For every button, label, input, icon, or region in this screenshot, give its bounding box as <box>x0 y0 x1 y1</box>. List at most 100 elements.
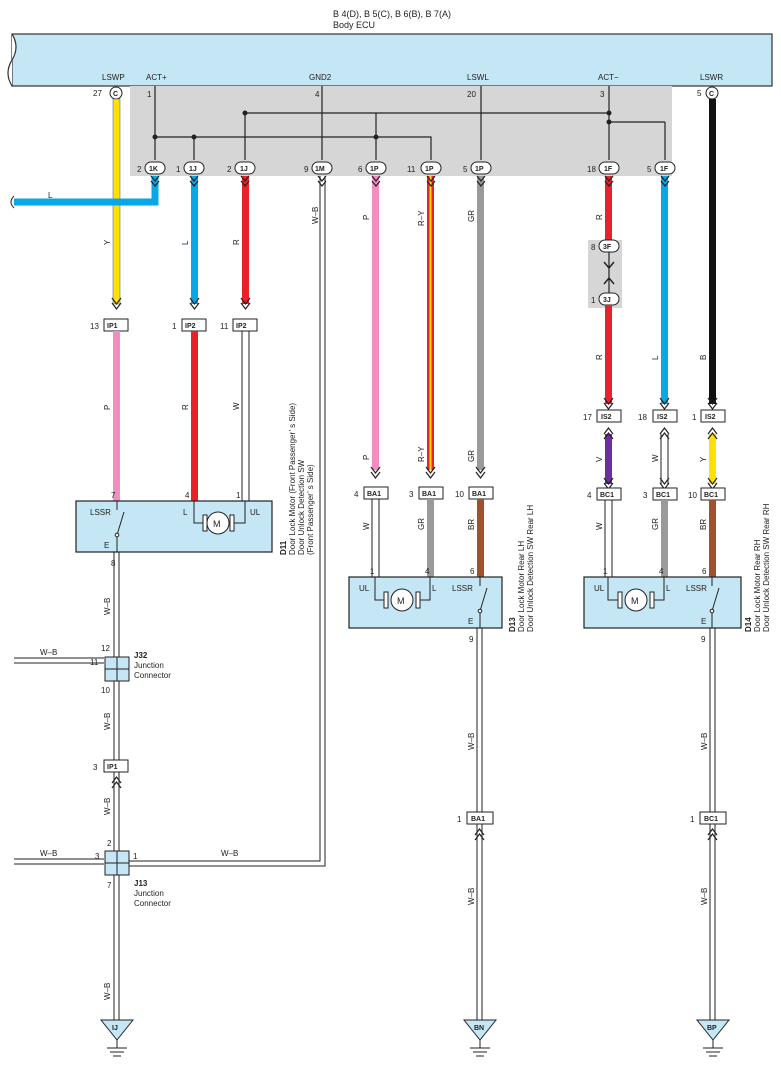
pin-label-actm: ACT− <box>598 73 619 82</box>
svg-text:1: 1 <box>176 165 181 174</box>
connector-bc1-1: BC1 1 <box>690 811 727 841</box>
wire-label-br: BR <box>467 519 476 530</box>
jb-connector-1m: 1M9 <box>304 161 333 175</box>
wire-label-r-bot: R <box>595 354 604 360</box>
connector-ba1-1: BA1 1 <box>457 811 494 841</box>
wire-label-wb-1: W–B <box>103 598 112 615</box>
wire-label-r: R <box>232 239 241 245</box>
wire-1j-red <box>242 176 249 304</box>
svg-text:1: 1 <box>457 815 462 824</box>
svg-text:Door Unlock Detection SW Rear: Door Unlock Detection SW Rear LH <box>526 505 535 632</box>
svg-text:1: 1 <box>236 491 241 500</box>
svg-text:M: M <box>631 596 639 606</box>
svg-text:10: 10 <box>455 490 464 499</box>
svg-text:1: 1 <box>370 567 375 576</box>
junction-j32-cross <box>105 657 129 681</box>
wire-label-v: V <box>595 456 604 462</box>
svg-text:11: 11 <box>90 658 99 667</box>
svg-text:LSSR: LSSR <box>90 508 111 517</box>
wire-label-w4: W <box>595 522 604 530</box>
wire-d11-ground-chain <box>14 552 120 1020</box>
svg-text:E: E <box>468 617 473 626</box>
jb-connector-1f-b: 1F5 <box>647 161 676 175</box>
wire-violet <box>605 434 612 484</box>
svg-text:UL: UL <box>359 584 370 593</box>
svg-text:2: 2 <box>137 165 142 174</box>
connector-ip2-11: IP2 11 <box>220 297 258 332</box>
svg-text:4: 4 <box>587 491 592 500</box>
svg-text:D13: D13 <box>508 617 517 632</box>
svg-text:LSSR: LSSR <box>686 584 707 593</box>
connector-is2-18: IS2 18 <box>638 397 678 423</box>
ecu-codes: B 4(D), B 5(C), B 6(B), B 7(A) <box>333 9 451 19</box>
wire-d14-brown <box>709 500 716 577</box>
svg-text:1: 1 <box>133 852 138 861</box>
is2-up-arrows <box>603 427 718 440</box>
wire-is2-white <box>660 434 669 484</box>
svg-text:IP2: IP2 <box>236 323 247 330</box>
svg-text:(Front Passenger’ s Side): (Front Passenger’ s Side) <box>306 464 315 555</box>
wire-label-wb-gnd: W–B <box>311 207 320 224</box>
d13-label: D13 Door Lock Motor Rear LH Door Unlock … <box>508 505 535 632</box>
wire-d11-red <box>191 331 198 501</box>
svg-text:1P: 1P <box>425 166 434 173</box>
connector-bc1-10: BC1 10 <box>688 477 726 501</box>
svg-text:IP2: IP2 <box>185 323 196 330</box>
ground-bp: BP <box>695 1019 731 1057</box>
svg-text:11: 11 <box>220 322 229 331</box>
svg-text:3: 3 <box>409 490 414 499</box>
pin-num-3: 3 <box>600 90 605 99</box>
wire-1f-red-top <box>605 176 612 242</box>
wire-label-br2: BR <box>699 519 708 530</box>
svg-text:10: 10 <box>688 491 697 500</box>
svg-text:BC1: BC1 <box>704 816 718 823</box>
svg-text:18: 18 <box>638 413 647 422</box>
svg-text:4: 4 <box>659 567 664 576</box>
svg-text:1: 1 <box>591 296 596 305</box>
svg-text:1: 1 <box>172 322 177 331</box>
svg-text:12: 12 <box>101 644 110 653</box>
wire-label-gr2: GR <box>467 450 476 462</box>
wire-lswr-black <box>709 99 716 404</box>
connector-row-ba1: BA1 4 BA1 3 BA1 10 <box>354 466 494 500</box>
svg-text:11: 11 <box>407 165 416 174</box>
connector-row-bc1: BC1 4 BC1 3 BC1 10 <box>587 477 726 501</box>
svg-text:1: 1 <box>690 815 695 824</box>
svg-text:E: E <box>104 541 109 550</box>
wire-d11-white <box>241 331 250 501</box>
connector-ba1-4: BA1 4 <box>354 466 389 500</box>
wire-label-wb-d13b: W–B <box>467 888 476 905</box>
connector-c-left-label: C <box>113 91 118 98</box>
junction-j32-labels: 12 11 10 J32 Junction Connector <box>90 644 171 695</box>
component-d14: 1 4 6 UL L LSSR E M 9 <box>583 567 742 644</box>
svg-text:J32: J32 <box>134 651 148 660</box>
svg-text:IP1: IP1 <box>107 323 118 330</box>
svg-text:1: 1 <box>603 567 608 576</box>
wire-label-wb-3: W–B <box>103 798 112 815</box>
relay-arrows <box>603 261 615 285</box>
svg-text:IS2: IS2 <box>705 414 716 421</box>
wire-gnd2-wb <box>118 176 326 867</box>
svg-text:4: 4 <box>425 567 430 576</box>
svg-text:M: M <box>213 519 221 529</box>
svg-text:13: 13 <box>90 322 99 331</box>
ground-ij: IJ <box>99 1019 135 1057</box>
wire-label-wb-4: W–B <box>103 983 112 1000</box>
wire-d13-brown <box>477 499 484 577</box>
svg-text:L: L <box>432 584 437 593</box>
body-ecu <box>7 33 773 87</box>
wire-1p-gray <box>477 176 484 470</box>
svg-text:8: 8 <box>591 243 596 252</box>
ecu-name: Body ECU <box>333 20 375 30</box>
svg-text:J13: J13 <box>134 879 148 888</box>
wire-1f-red-bottom <box>605 305 612 404</box>
wire-d14-white <box>604 500 613 577</box>
connector-ip2-1: IP2 1 <box>172 297 207 332</box>
component-d13: 1 4 6 UL L LSSR E M 9 <box>348 567 503 644</box>
svg-text:3J: 3J <box>603 297 611 304</box>
wire-label-gr: GR <box>467 210 476 222</box>
connector-row-is2: IS2 17 IS2 18 IS2 1 <box>583 397 726 423</box>
connector-row-ip: IP1 13 IP2 1 IP2 11 <box>90 297 258 332</box>
wire-label-l2: L <box>181 240 190 245</box>
svg-text:1J: 1J <box>240 166 248 173</box>
